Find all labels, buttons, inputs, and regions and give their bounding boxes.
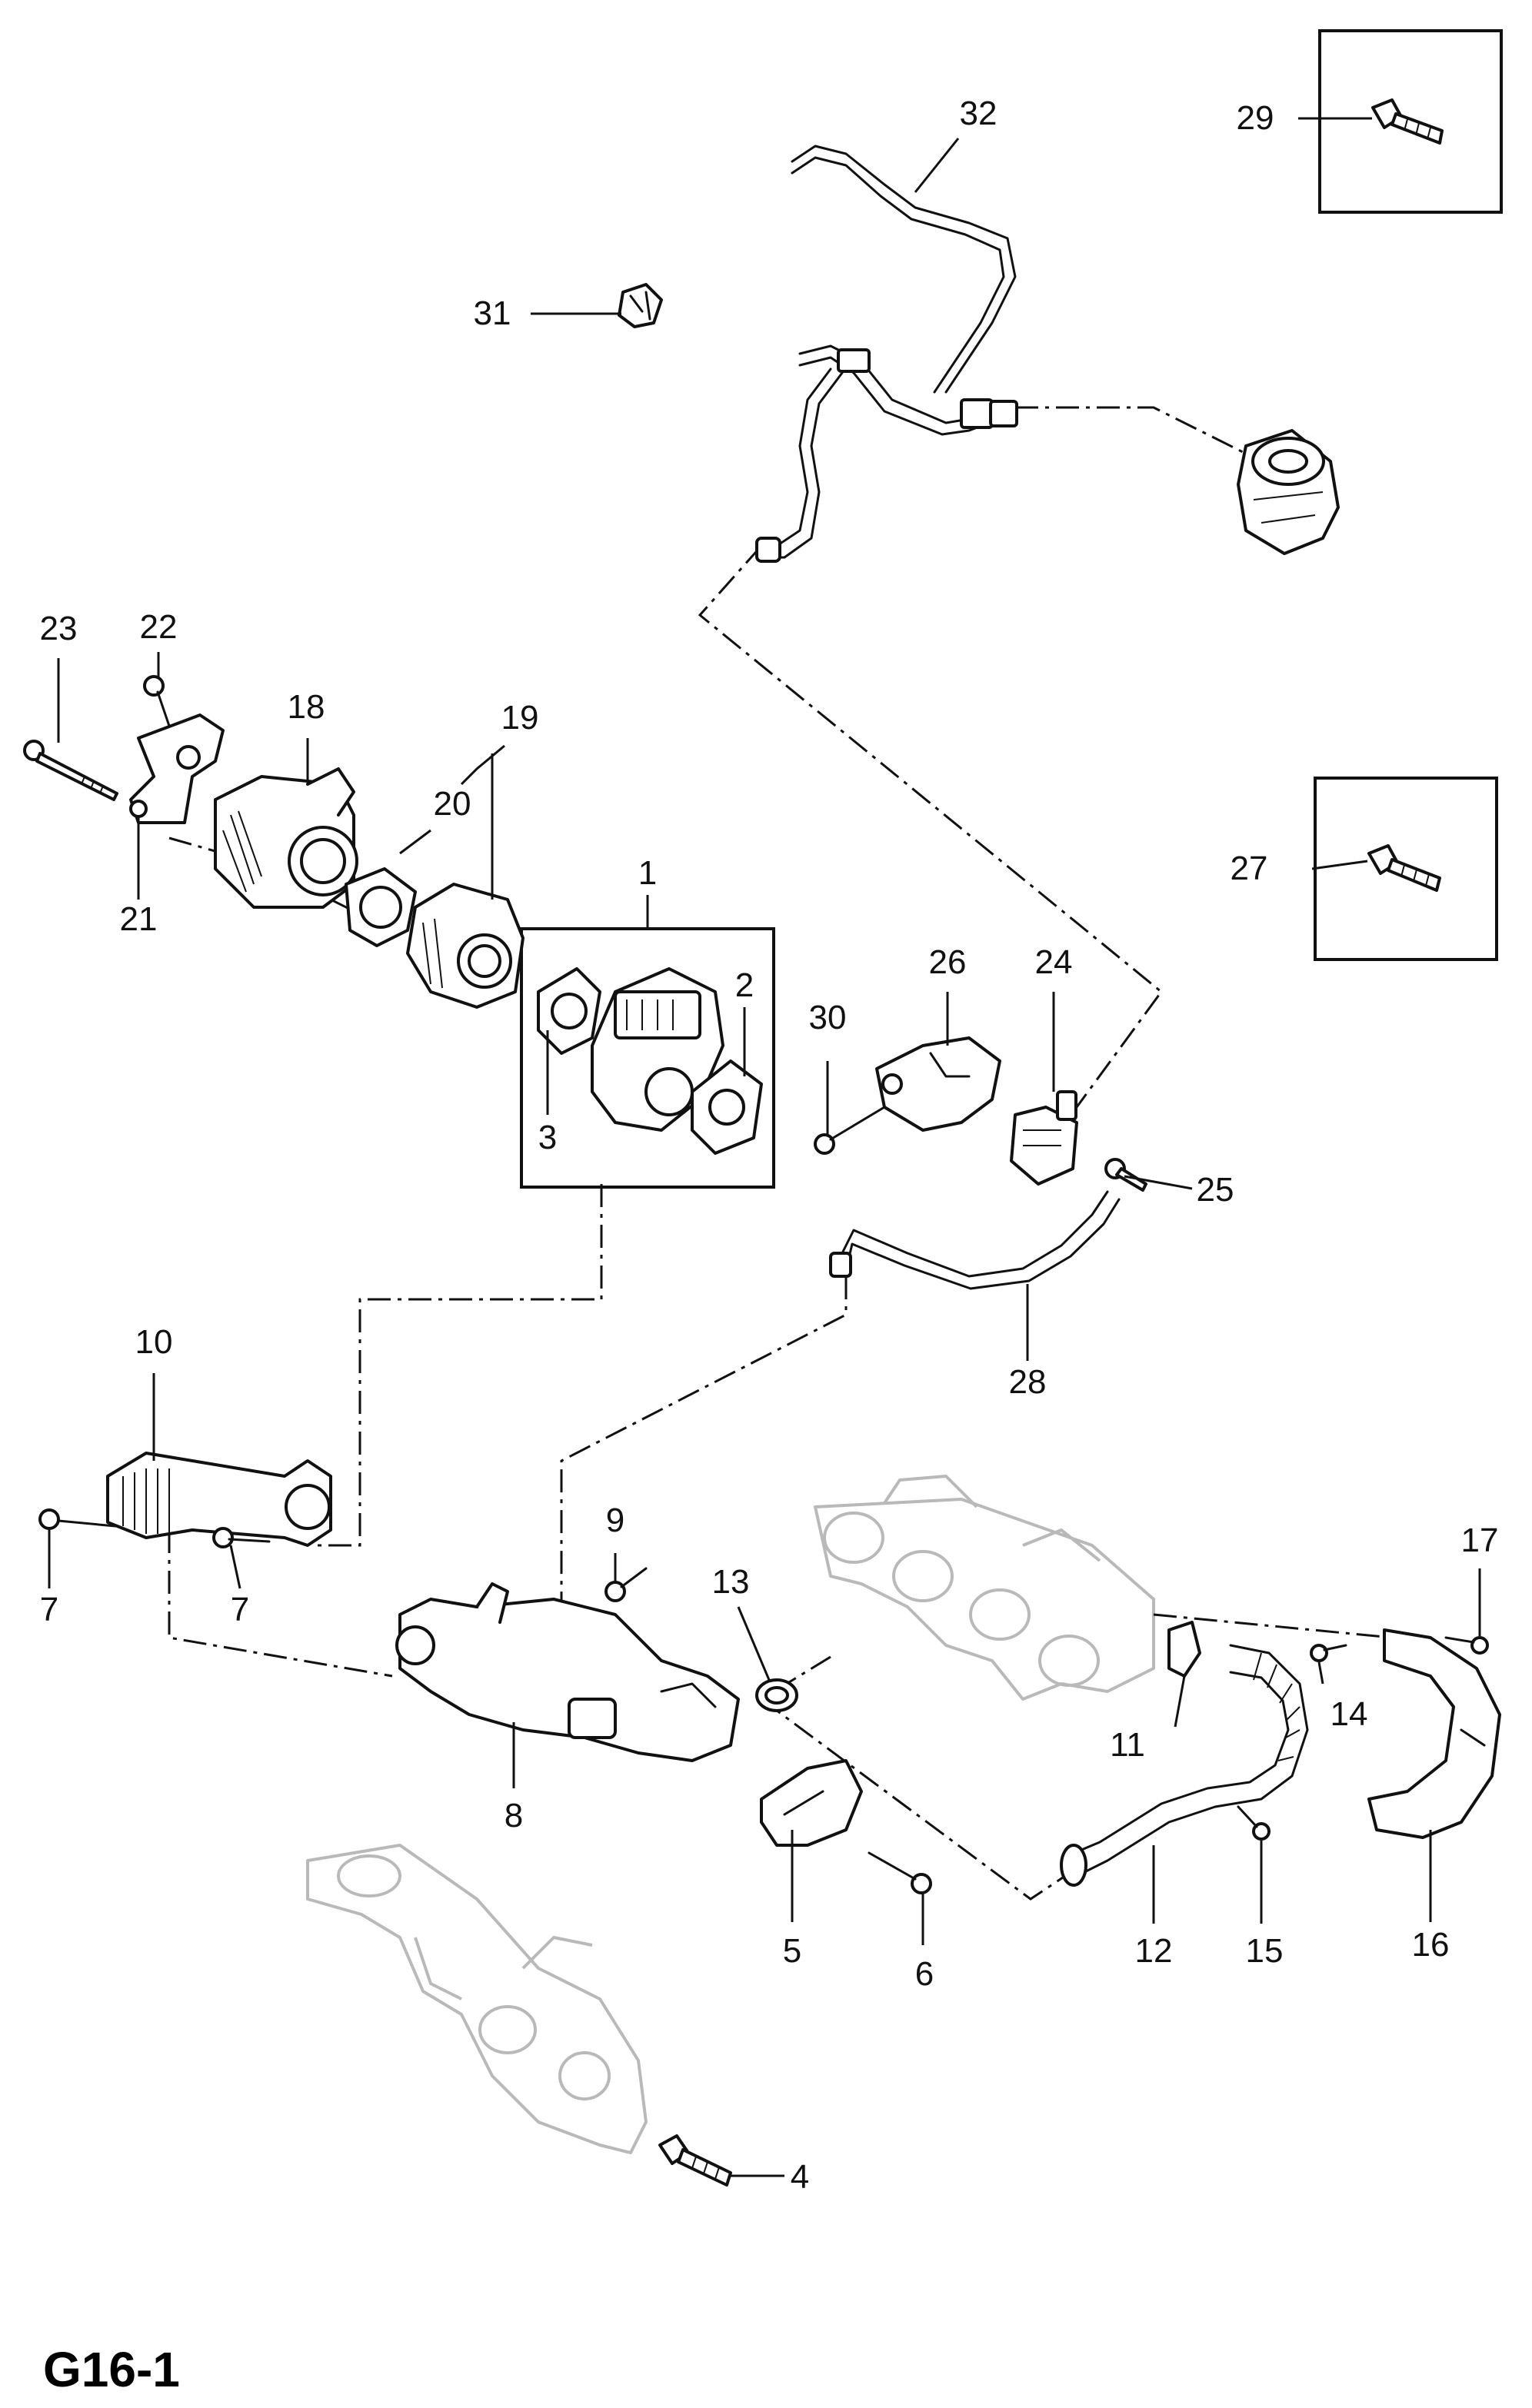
part-1-egr-valve	[591, 967, 724, 1132]
exhaust-manifold-ghost-lower	[306, 1844, 648, 2154]
part-17-screw	[1444, 1636, 1489, 1655]
part-15-screw	[1237, 1805, 1271, 1841]
callout-15: 15	[1246, 1932, 1284, 1970]
callout-13: 13	[712, 1563, 750, 1601]
callout-11: 11	[1110, 1726, 1145, 1764]
part-14-screw	[1310, 1644, 1347, 1662]
exhaust-manifold-ghost-upper	[814, 1475, 1155, 1701]
callout-17: 17	[1461, 1522, 1499, 1559]
part-9-screw	[604, 1567, 648, 1602]
part-32-harness	[755, 145, 1018, 563]
part-16-heat-shield	[1367, 1628, 1501, 1839]
callout-22: 22	[140, 608, 178, 646]
callout-2: 2	[735, 966, 754, 1004]
callout-1: 1	[638, 854, 657, 892]
part-12-flex-pipe	[1060, 1644, 1309, 1887]
part-11-gasket	[1167, 1621, 1201, 1678]
callout-29: 29	[1237, 99, 1274, 137]
part-31-clip	[618, 283, 663, 328]
callout-23: 23	[40, 610, 78, 647]
part-28-hose	[829, 1190, 1121, 1290]
callout-31: 31	[474, 294, 511, 332]
callout-6: 6	[915, 1955, 934, 1993]
callout-3: 3	[538, 1119, 557, 1156]
callout-12: 12	[1135, 1932, 1173, 1970]
callout-21: 21	[120, 900, 158, 938]
part-23-long-bolt	[23, 740, 118, 801]
callout-27: 27	[1231, 850, 1268, 887]
callout-20: 20	[434, 785, 471, 823]
callout-10: 10	[135, 1323, 173, 1361]
part-7-bolt-right	[212, 1527, 271, 1548]
callout-30: 30	[809, 999, 847, 1036]
part-5-heat-shield	[760, 1759, 863, 1847]
part-24-solenoid	[1010, 1090, 1078, 1186]
part-6-screw	[868, 1851, 932, 1894]
callout-7-right: 7	[231, 1591, 249, 1628]
part-21-bracket	[129, 713, 225, 824]
part-4-bolt	[658, 2134, 732, 2187]
part-2-gasket	[691, 1059, 763, 1155]
callout-7-left: 7	[40, 1591, 58, 1628]
callout-19: 19	[501, 699, 539, 737]
part-25-screw	[1104, 1158, 1147, 1192]
callout-14: 14	[1331, 1695, 1368, 1733]
callout-16: 16	[1412, 1926, 1450, 1964]
part-3-gasket	[537, 967, 601, 1055]
part-8-egr-cooler	[395, 1582, 740, 1762]
callout-labels: 1 2 3 4 5 6 7 7 8 9 10 11 12 13 14 15 16…	[40, 95, 1499, 2196]
callout-9: 9	[606, 1502, 624, 1539]
part-22-screw	[143, 675, 172, 732]
callout-28: 28	[1009, 1363, 1047, 1401]
callout-8: 8	[505, 1797, 523, 1834]
part-7-bolt-left	[38, 1508, 117, 1530]
callout-25: 25	[1197, 1171, 1234, 1209]
callout-32: 32	[960, 95, 997, 132]
sensor-module	[1237, 429, 1340, 555]
part-13-clamp	[755, 1678, 798, 1712]
part-10-pipe	[106, 1452, 332, 1547]
callout-26: 26	[929, 943, 967, 981]
part-20-gasket	[345, 867, 417, 947]
page-code: G16-1	[43, 2342, 180, 2397]
callout-24: 24	[1035, 943, 1073, 981]
part-29-bolt	[1371, 98, 1444, 145]
part-30-screw	[814, 1106, 886, 1155]
callout-5: 5	[783, 1932, 801, 1970]
part-19-housing	[406, 883, 525, 1009]
callout-box-29	[1318, 29, 1503, 214]
part-18-throttle-body	[214, 767, 358, 909]
part-27-bolt	[1367, 844, 1441, 892]
part-26-bracket	[875, 1036, 1001, 1132]
connection-lines	[168, 406, 1393, 1901]
leader-lines	[48, 117, 1481, 2177]
callout-4: 4	[791, 2158, 809, 2196]
callout-18: 18	[288, 688, 325, 726]
